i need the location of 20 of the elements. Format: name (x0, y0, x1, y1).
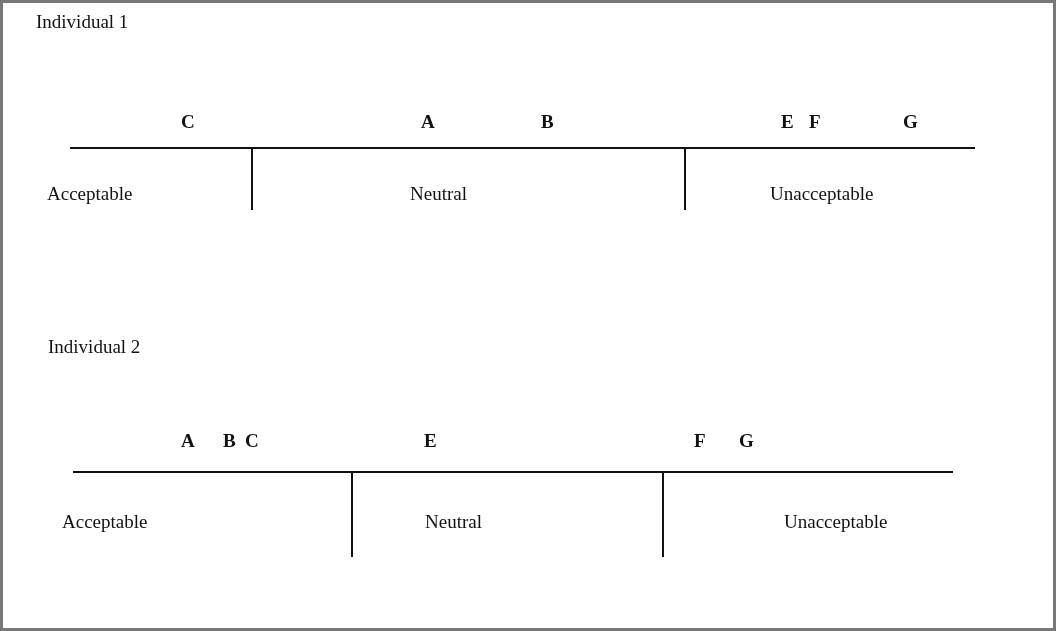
zone-label: Neutral (410, 183, 467, 205)
item-marker: G (903, 111, 918, 133)
item-marker: F (809, 111, 821, 133)
item-marker: B (223, 430, 236, 452)
item-marker: E (781, 111, 794, 133)
zone-label: Acceptable (62, 511, 148, 533)
item-marker: E (424, 430, 437, 452)
item-marker: A (421, 111, 435, 133)
zone-label: Acceptable (47, 183, 133, 205)
item-marker: C (245, 430, 259, 452)
item-marker: B (541, 111, 554, 133)
zone-label: Unacceptable (770, 183, 874, 205)
item-marker: F (694, 430, 706, 452)
item-marker: A (181, 430, 195, 452)
scale-heading: Individual 2 (48, 336, 141, 358)
item-marker: G (739, 430, 754, 452)
scale-heading: Individual 1 (36, 11, 129, 33)
item-marker: C (181, 111, 195, 133)
zone-label: Unacceptable (784, 511, 888, 533)
zone-label: Neutral (425, 511, 482, 533)
